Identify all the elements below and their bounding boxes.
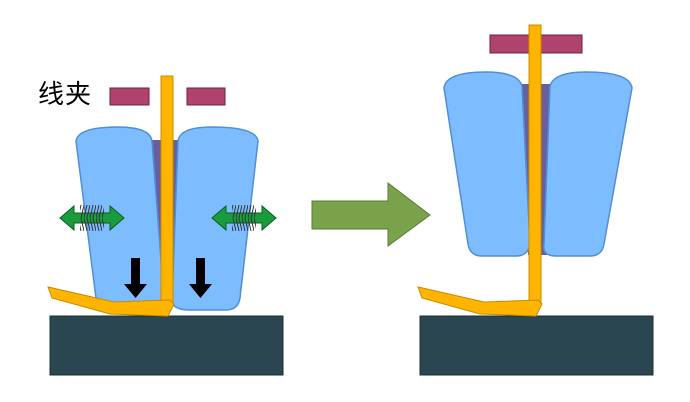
substrate-left (49, 315, 284, 376)
down-arrow-icon (189, 258, 212, 298)
capillary-half-right-1 (443, 71, 531, 257)
capillary-half-right-2 (543, 71, 633, 257)
clamp-pad-left-b (186, 87, 226, 106)
wire-vertical-right (528, 24, 542, 304)
substrate-right (419, 315, 654, 376)
right-arrow-icon (311, 181, 431, 247)
double-arrow-icon (211, 204, 277, 232)
double-arrow-icon (59, 204, 125, 232)
down-arrow-icon (124, 258, 147, 298)
clamp-pad-left-a (109, 87, 150, 106)
clamp-label: 线夹 (38, 80, 93, 110)
wire-foot-left (47, 286, 175, 317)
stage-left (47, 75, 284, 376)
stage-right (417, 24, 654, 376)
wire-foot-right (417, 286, 543, 317)
wire-vertical-left (160, 75, 174, 303)
